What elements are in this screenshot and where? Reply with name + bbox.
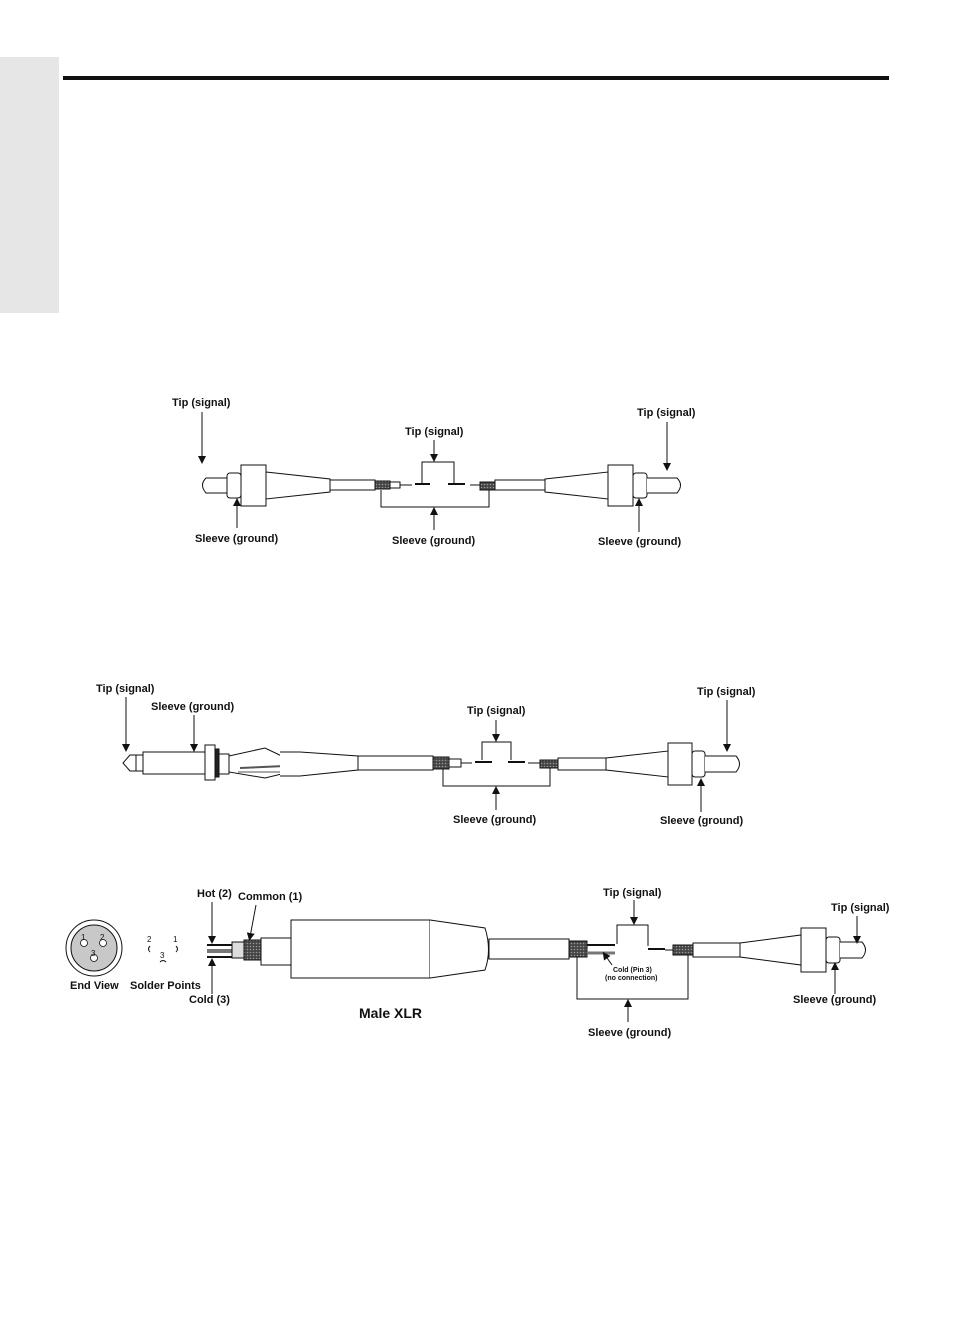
cold-note-line1: Cold (Pin 3) xyxy=(613,967,652,974)
solder-points-label: Solder Points xyxy=(130,980,201,992)
cold-label: Cold (3) xyxy=(189,994,230,1006)
right-braid xyxy=(479,481,496,491)
d3-right-rca-plug xyxy=(739,927,866,973)
solder-pin-1: 1 xyxy=(173,935,178,944)
solder-pin-3: 3 xyxy=(160,951,165,960)
d1-center-sleeve-label: Sleeve (ground) xyxy=(392,535,475,547)
cold-note-line2: (no connection) xyxy=(605,975,658,982)
d2-center-tip-label: Tip (signal) xyxy=(467,705,526,717)
left-cable xyxy=(329,479,376,491)
d2-left-braid xyxy=(432,756,450,770)
xlr-end-view: 1 2 3 xyxy=(65,919,123,977)
d3-center-tip-label: Tip (signal) xyxy=(603,887,662,899)
d3-right-cable xyxy=(692,942,741,958)
end-pin-1: 1 xyxy=(81,933,86,942)
end-pin-2: 2 xyxy=(100,933,105,942)
d3-right-tip-label: Tip (signal) xyxy=(831,902,890,914)
solder-pin-2: 2 xyxy=(147,935,152,944)
d1-left-sleeve-label: Sleeve (ground) xyxy=(195,533,278,545)
d2-left-tip-label: Tip (signal) xyxy=(96,683,155,695)
hot-label: Hot (2) xyxy=(197,888,232,900)
diagram2-arrows xyxy=(122,697,731,812)
d2-left-cable xyxy=(357,755,434,771)
xlr-body xyxy=(290,919,431,979)
right-cable xyxy=(494,479,546,491)
diagram1-arrows xyxy=(198,412,671,532)
d1-left-tip-label: Tip (signal) xyxy=(172,397,231,409)
diagram-quarter-inch-to-rca xyxy=(122,741,740,787)
male-xlr-label: Male XLR xyxy=(359,1005,422,1021)
d1-right-sleeve-label: Sleeve (ground) xyxy=(598,536,681,548)
d1-right-tip-label: Tip (signal) xyxy=(637,407,696,419)
left-rca-plug xyxy=(202,464,331,507)
left-insulation xyxy=(389,481,401,489)
d2-center-sleeve-label: Sleeve (ground) xyxy=(453,814,536,826)
quarter-inch-boot xyxy=(280,751,359,777)
d2-right-braid xyxy=(539,759,559,769)
d3-right-sleeve-label: Sleeve (ground) xyxy=(793,994,876,1006)
left-braid xyxy=(374,480,391,490)
xlr-solder-points: 2 1 3 xyxy=(147,935,178,963)
diagram3-arrows xyxy=(208,900,861,1022)
d2-right-sleeve-label: Sleeve (ground) xyxy=(660,815,743,827)
common-label: Common (1) xyxy=(238,891,303,903)
d2-right-cable xyxy=(557,757,607,771)
quarter-inch-plug xyxy=(122,744,291,781)
d2-right-rca-plug xyxy=(605,742,740,786)
d3-left-cable xyxy=(488,938,570,960)
d1-center-tip-label: Tip (signal) xyxy=(405,426,464,438)
d3-center-sleeve-label: Sleeve (ground) xyxy=(588,1027,671,1039)
side-tab xyxy=(0,57,59,313)
diagram-xlr-to-rca xyxy=(207,919,866,1000)
d2-right-tip-label: Tip (signal) xyxy=(697,686,756,698)
end-pin-3: 3 xyxy=(91,949,96,958)
end-view-label: End View xyxy=(70,980,119,992)
d2-left-sleeve-label: Sleeve (ground) xyxy=(151,701,234,713)
header-rule xyxy=(63,76,889,80)
right-rca-plug xyxy=(544,464,681,507)
diagram-rca-to-rca xyxy=(202,461,681,508)
